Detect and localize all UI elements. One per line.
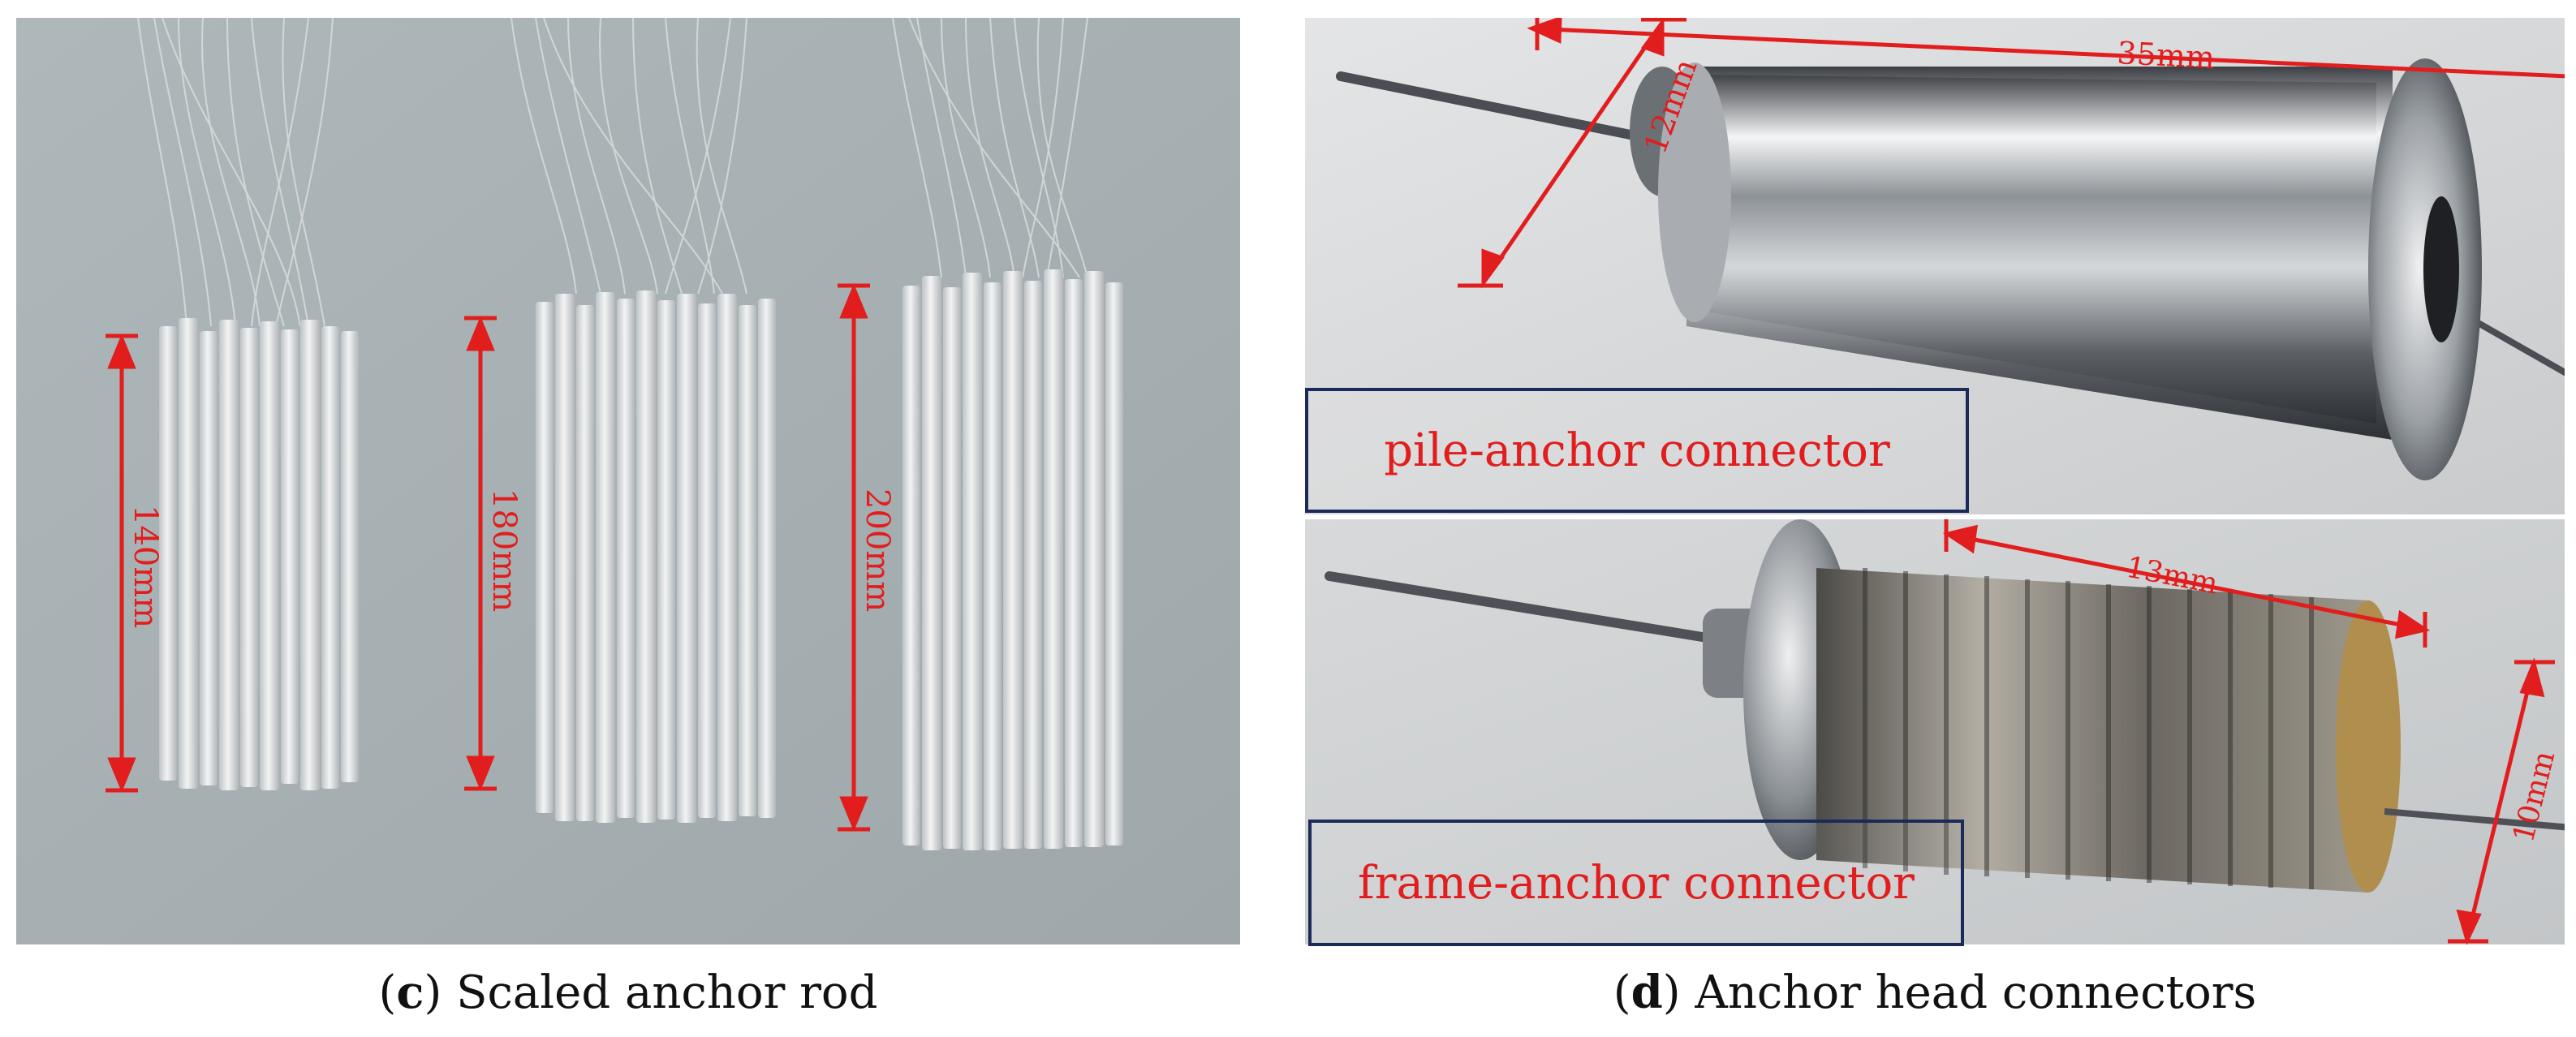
panel-d-caption: (d) Anchor head connectors [1613, 966, 2257, 1019]
anchor-rod-bundle-140mm [159, 318, 359, 790]
double-arrow-dimension-icon [1942, 519, 2431, 648]
double-arrow-dimension-icon [1527, 18, 2565, 79]
frame-anchor-connector-label: frame-anchor connector [1308, 820, 1964, 946]
panel-c-caption-letter: c [396, 966, 424, 1019]
wire-bundle-2 [510, 18, 747, 295]
dimension-label-200mm: 200mm [859, 488, 896, 612]
double-arrow-dimension-icon [106, 283, 870, 832]
panel-d-caption-text: Anchor head connectors [1695, 966, 2257, 1019]
anchor-rod-illustration: 140mm 180mm 200mm [16, 18, 1240, 944]
panel-d-caption-letter: d [1630, 966, 1663, 1019]
dimension-label-180mm: 180mm [485, 488, 523, 612]
pile-anchor-connector-illustration: 35mm 12mm [1305, 18, 2565, 514]
pile-anchor-connector-photo: 35mm 12mm [1305, 18, 2565, 514]
panel-c-caption-text: Scaled anchor rod [456, 966, 878, 1019]
dimension-label-35mm: 35mm [2117, 35, 2216, 75]
frame-anchor-connector-photo: 13mm 10mm [1305, 519, 2565, 944]
anchor-rod-bundle-180mm [536, 290, 776, 823]
wire-bundle-1 [137, 18, 334, 327]
anchor-rod-bundle-200mm [902, 269, 1123, 850]
pile-anchor-connector-label: pile-anchor connector [1305, 388, 1969, 513]
double-arrow-dimension-icon [2448, 657, 2555, 944]
panel-c-caption: (c) Scaled anchor rod [378, 966, 878, 1019]
anchor-rod-photo: 140mm 180mm 200mm [16, 18, 1240, 944]
dimension-label-140mm: 140mm [127, 505, 164, 628]
double-arrow-dimension-icon [1458, 18, 1686, 289]
wire-bundle-3 [892, 18, 1088, 278]
